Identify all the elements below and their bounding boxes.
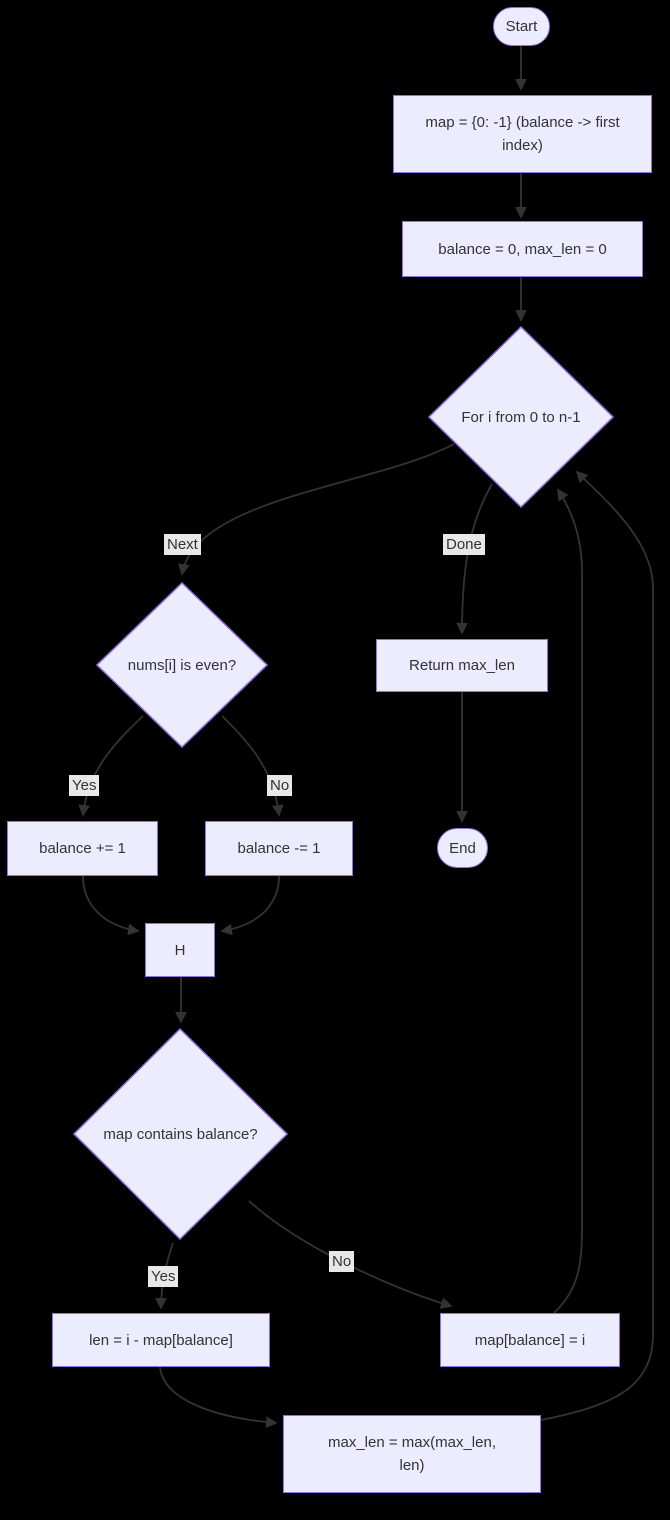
node-set-map-label: map[balance] = i (474, 1331, 586, 1349)
edge-label-no-even: No (267, 775, 293, 796)
node-calc-len: len = i - map[balance] (52, 1313, 270, 1367)
node-init-map: map = {0: -1} (balance -> first index) (393, 95, 652, 173)
diamond-shape (73, 1028, 288, 1240)
edge-dec-to-merge (220, 875, 280, 936)
node-update-max-label: max_len = max(max_len, len) (328, 1434, 496, 1474)
node-start-label: Start (505, 18, 538, 35)
node-inc-balance-label: balance += 1 (39, 840, 126, 857)
edge-inc-to-merge (82, 875, 140, 936)
node-init-map-label: map = {0: -1} (balance -> first index) (425, 114, 620, 154)
diamond-shape (428, 326, 614, 508)
edge-len-to-maxlen (159, 1366, 278, 1428)
edge-label-done: Done (443, 534, 485, 555)
edge-label-yes-even: Yes (69, 775, 100, 796)
node-calc-len-label: len = i - map[balance] (89, 1331, 233, 1349)
node-return-max: Return max_len (376, 639, 548, 692)
node-start: Start (493, 7, 550, 46)
node-contains-check-label: map contains balance? (103, 1125, 258, 1143)
node-merge-label: H (174, 941, 186, 959)
node-loop-decision: For i from 0 to n-1 (428, 326, 614, 508)
node-end-label: End (449, 839, 476, 857)
node-even-check-label: nums[i] is even? (127, 656, 237, 674)
node-init-vars-label: balance = 0, max_len = 0 (438, 240, 607, 258)
node-dec-balance: balance -= 1 (205, 821, 353, 876)
edge-label-no-contains: No (329, 1251, 355, 1272)
node-merge: H (145, 923, 215, 977)
edge-label-next: Next (164, 534, 201, 555)
node-inc-balance: balance += 1 (7, 821, 158, 876)
edge-loop-next-to-even-check (178, 443, 455, 576)
edge-maxlen-to-loop (540, 470, 654, 1421)
node-even-check: nums[i] is even? (96, 582, 268, 748)
diamond-shape (96, 582, 268, 748)
edge-even-no-to-dec (221, 715, 284, 817)
node-set-map: map[balance] = i (440, 1313, 620, 1367)
edge-setmap-to-loop (553, 488, 583, 1314)
edge-even-yes-to-inc (78, 715, 144, 817)
node-dec-balance-label: balance -= 1 (237, 840, 321, 857)
node-update-max: max_len = max(max_len, len) (283, 1415, 541, 1493)
node-end: End (437, 828, 488, 868)
node-return-max-label: Return max_len (409, 657, 515, 674)
node-init-vars: balance = 0, max_len = 0 (402, 221, 643, 277)
node-contains-check: map contains balance? (73, 1028, 288, 1240)
edge-label-yes-contains: Yes (148, 1266, 179, 1287)
node-loop-label: For i from 0 to n-1 (461, 408, 581, 426)
